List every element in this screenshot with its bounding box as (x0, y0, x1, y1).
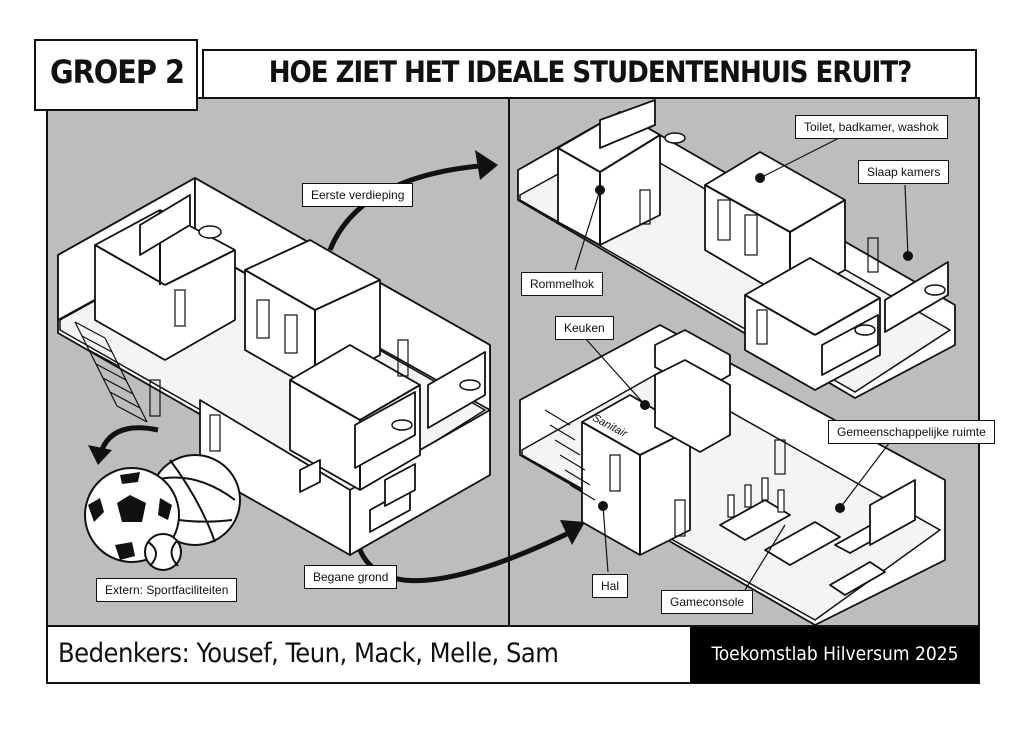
label-rommelhok: Rommelhok (521, 272, 604, 296)
leader-lines (574, 134, 909, 591)
label-slaapkamers: Slaap kamers (858, 160, 950, 184)
page-title: HOE ZIET HET IDEALE STUDENTENHUIS ERUIT? (268, 55, 913, 89)
group-box (34, 39, 198, 111)
bedenkers-line: Bedenkers: Yousef, Teun, Mack, Melle, Sa… (58, 638, 559, 669)
credit-box (690, 627, 979, 683)
title-box (202, 49, 977, 99)
group-label: GROEP 2 (49, 53, 185, 91)
first-floor-plan (517, 99, 956, 399)
label-toilet: Toilet, badkamer, washok (795, 115, 948, 139)
label-hal: Hal (592, 574, 629, 598)
label-begane-grond: Begane grond (304, 565, 398, 589)
credit-line: Toekomstlab Hilversum 2025 (711, 643, 959, 665)
label-gameconsole: Gameconsole (661, 590, 754, 614)
label-extern: Extern: Sportfaciliteiten (96, 578, 238, 602)
label-keuken: Keuken (555, 316, 614, 340)
house-full-illustration (57, 177, 491, 556)
label-gemeenschappelijk: Gemeenschappelijke ruimte (828, 420, 995, 444)
label-eerste-verdieping: Eerste verdieping (302, 183, 414, 207)
sports-balls-illustration (84, 454, 241, 571)
ground-floor-plan (519, 324, 946, 626)
